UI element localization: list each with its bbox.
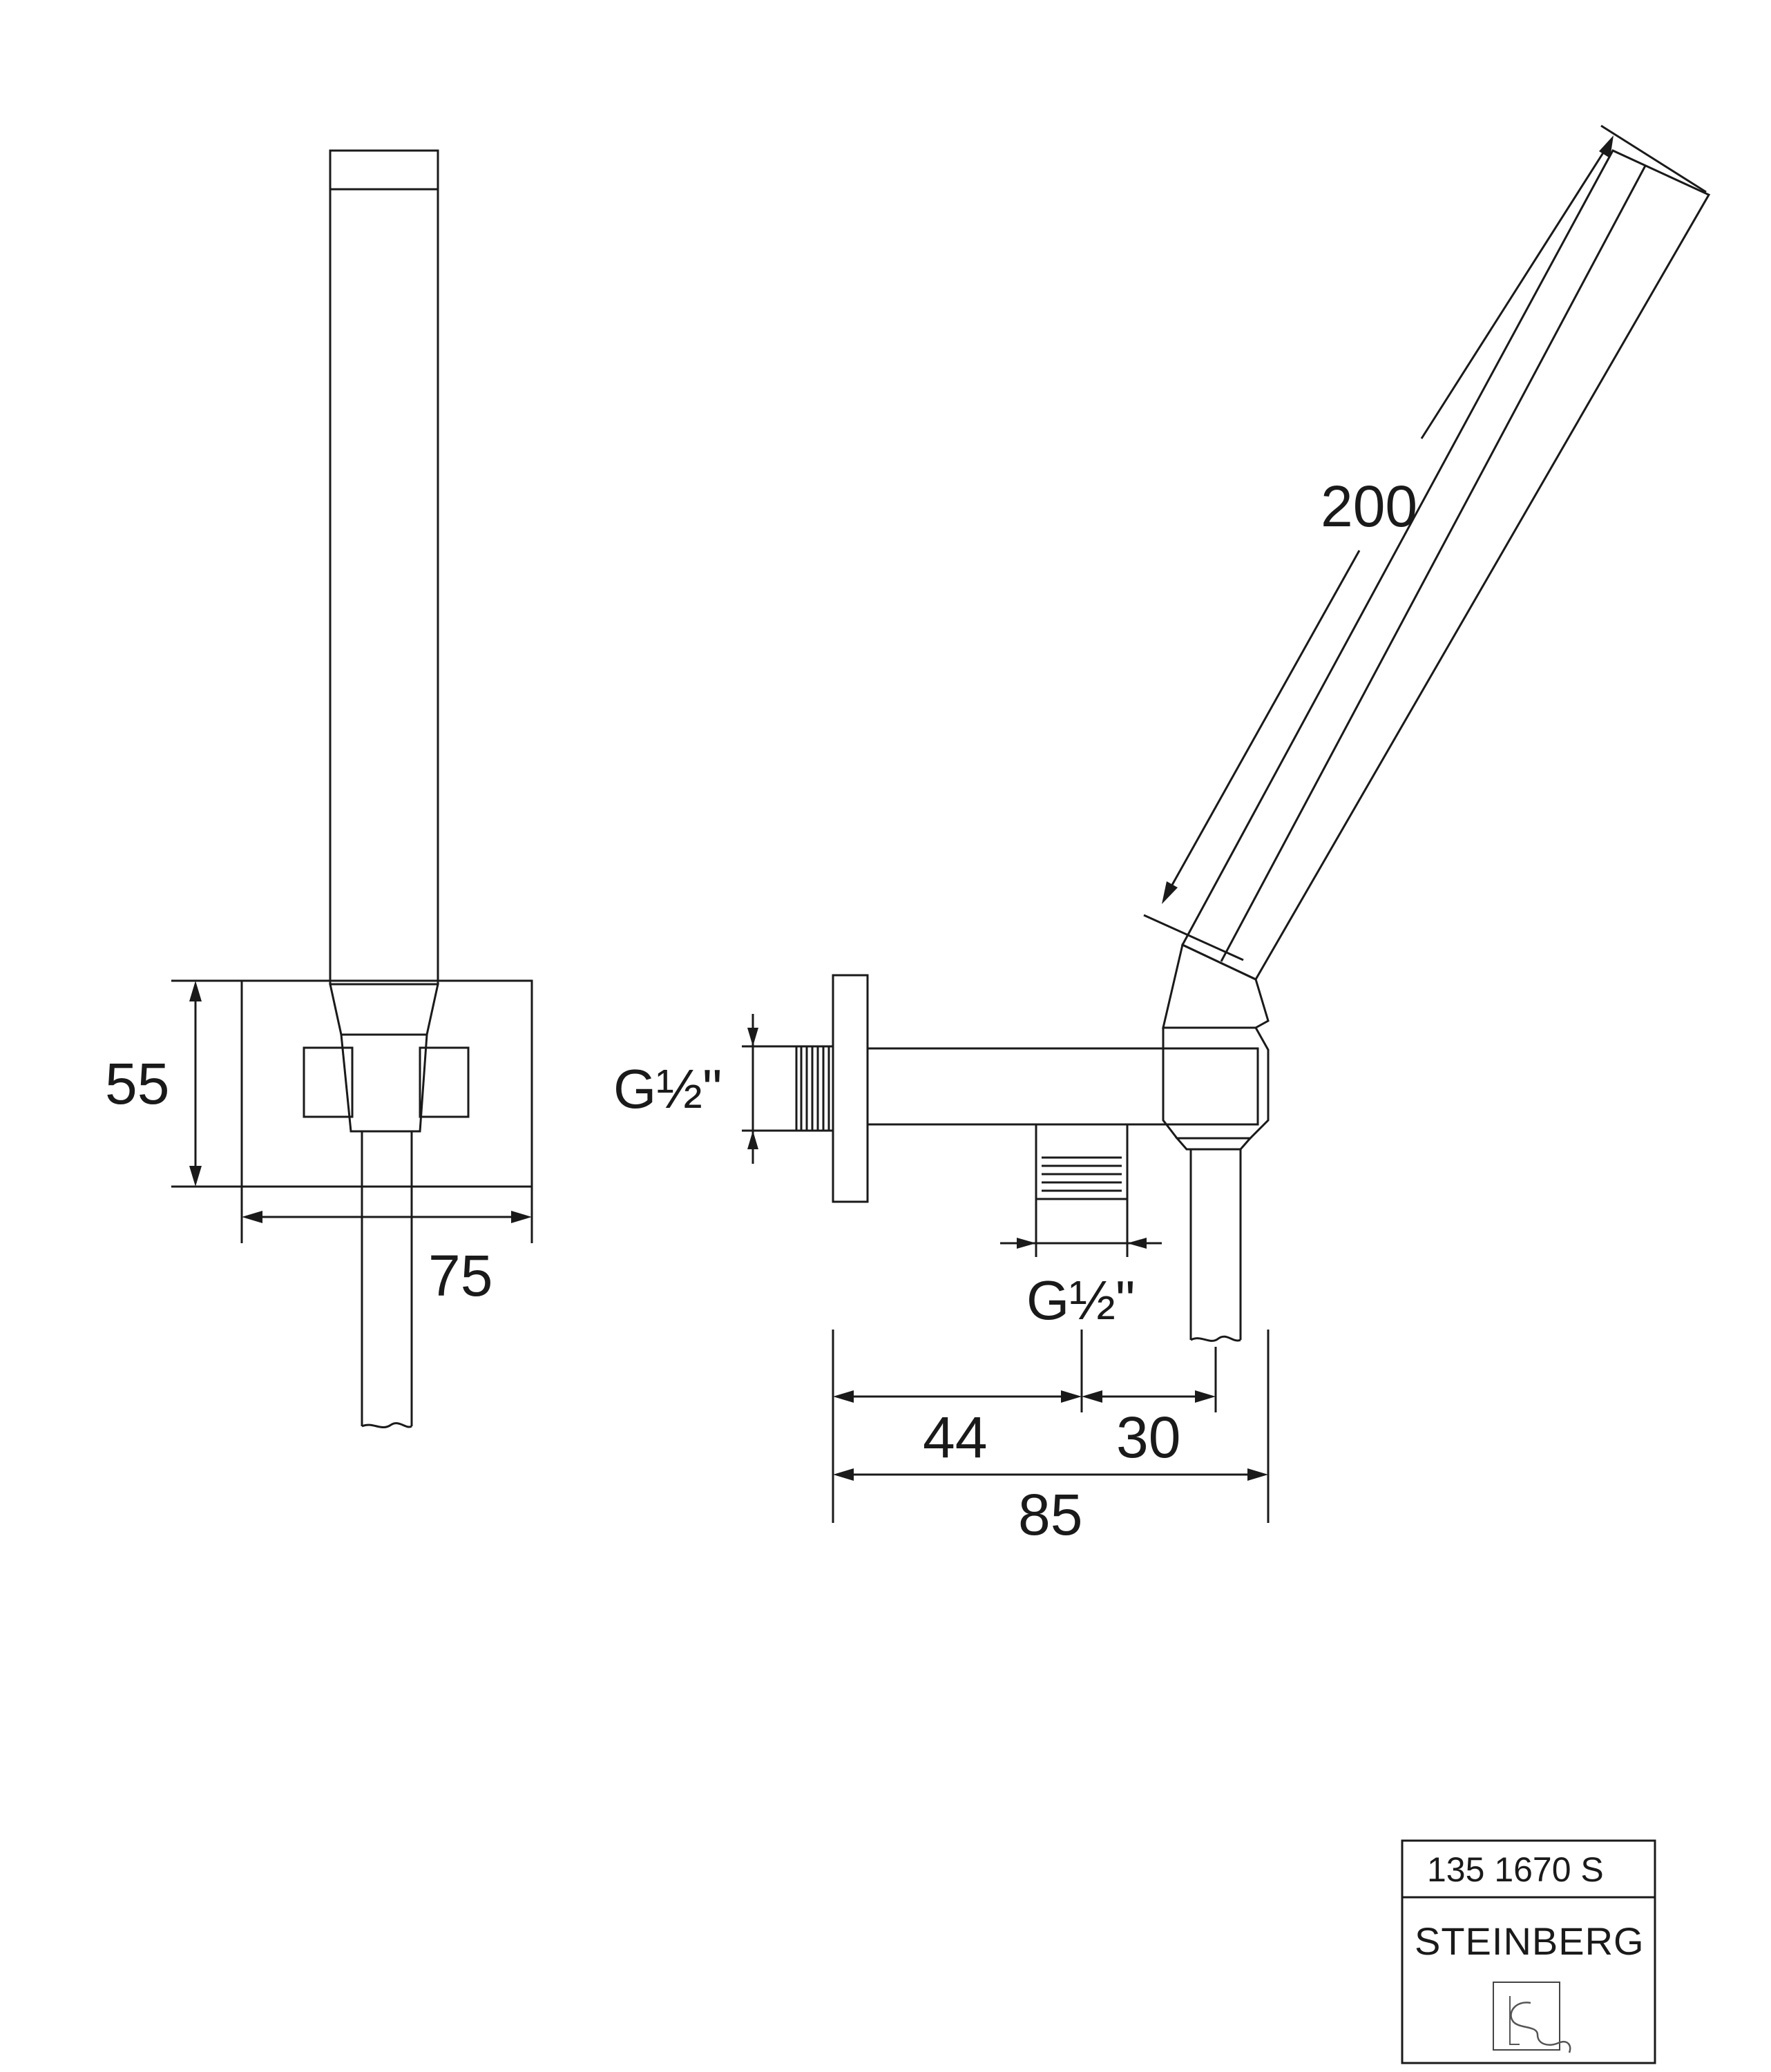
dim-label-g-half-outlet: G½"	[1026, 1269, 1135, 1331]
dim-label-75: 75	[428, 1243, 492, 1308]
front-wall-plate	[240, 979, 533, 1188]
arrow-head	[833, 1468, 854, 1481]
arrow-head	[1599, 135, 1614, 158]
side-thread-inlet-ridges	[800, 1046, 830, 1131]
dim-front-width: 75	[240, 1187, 533, 1308]
dim-front-height: 55	[105, 979, 242, 1188]
dim-label-44: 44	[923, 1405, 987, 1470]
side-wall-flange	[832, 974, 869, 1203]
side-elbow-body	[866, 1047, 1259, 1126]
side-holder-block	[1162, 1026, 1270, 1140]
arrow-head	[1195, 1390, 1216, 1403]
arrow-head	[1061, 1390, 1082, 1403]
arrow-head	[189, 981, 202, 1001]
front-holder-lug-left	[303, 1046, 354, 1118]
side-outlet-connector	[1035, 1123, 1129, 1200]
front-shower-head-cap	[329, 149, 439, 191]
arrow-head	[747, 1131, 758, 1149]
steinberg-logo-icon	[1493, 1982, 1571, 2053]
arrow-head	[1017, 1238, 1036, 1249]
arrow-head	[833, 1390, 854, 1403]
front-view	[240, 149, 533, 1429]
dim-label-200: 200	[1321, 474, 1417, 539]
article-number: 135 1670 S	[1427, 1850, 1604, 1889]
front-shower-handle	[329, 188, 439, 986]
side-holder-cradle	[1162, 943, 1270, 1029]
dim-label-85: 85	[1018, 1482, 1082, 1547]
side-shower-head-line	[1220, 165, 1647, 962]
dim-thread-outlet: G½"	[1000, 1199, 1162, 1331]
side-shower-handle	[1180, 149, 1711, 981]
title-block-frame	[1401, 1839, 1656, 2064]
arrow-head	[747, 1028, 758, 1046]
dim-thread-inlet: G½"	[613, 1014, 796, 1164]
dim-label-30: 30	[1116, 1405, 1180, 1470]
front-holder-lug-right	[419, 1046, 470, 1118]
arrow-head	[189, 1166, 202, 1187]
title-block: 135 1670 S STEINBERG	[1401, 1839, 1656, 2064]
dim-label-55: 55	[105, 1051, 169, 1116]
side-view	[795, 149, 1711, 1342]
arrow-head	[1127, 1238, 1147, 1249]
brand-name: STEINBERG	[1415, 1919, 1645, 1963]
side-hose-break	[1190, 1335, 1241, 1342]
front-holder-cone	[329, 983, 439, 1036]
side-thread-inlet	[795, 1045, 834, 1132]
side-outlet-thread-ridges	[1042, 1156, 1122, 1192]
arrow-head	[242, 1211, 262, 1223]
arrow-head	[511, 1211, 532, 1223]
arrow-head	[1082, 1390, 1102, 1403]
front-hose-break	[361, 1422, 412, 1429]
dim-shower-length: 200	[1143, 124, 1707, 961]
dim-depth-chain: 44 30 85	[832, 1330, 1270, 1547]
side-hose-collar	[1174, 1137, 1253, 1151]
dim-label-g-half-inlet: G½"	[613, 1058, 722, 1120]
front-holder-cone-lower	[340, 1033, 428, 1133]
arrow-head	[1247, 1468, 1268, 1481]
arrow-head	[1162, 881, 1178, 904]
